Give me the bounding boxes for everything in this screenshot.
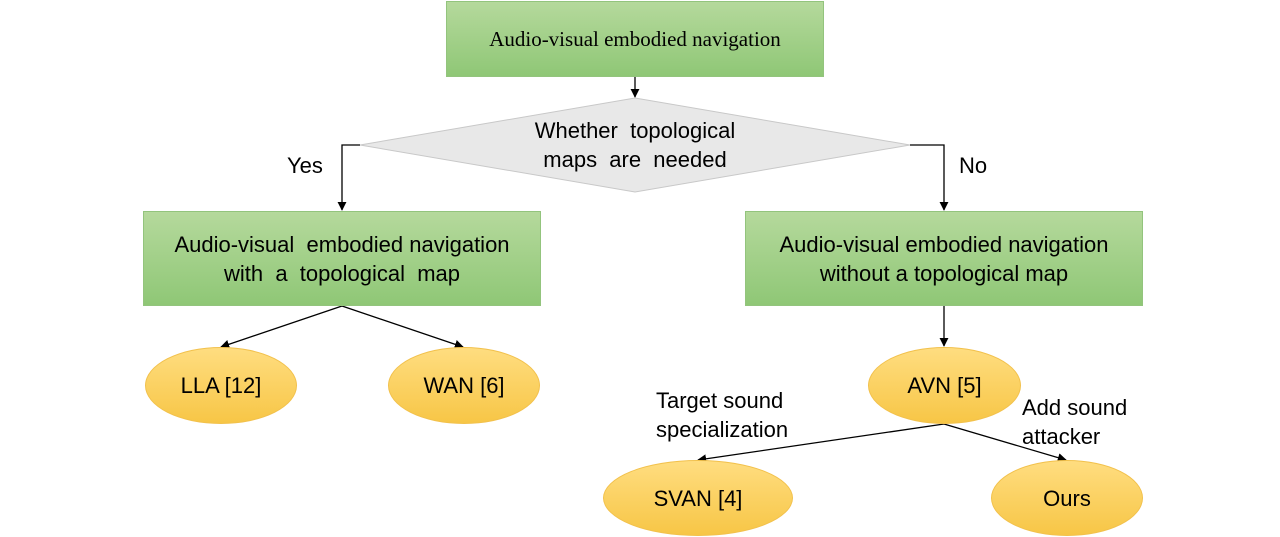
- avn-node: AVN [5]: [868, 347, 1021, 424]
- root-node: Audio-visual embodied navigation: [446, 1, 824, 77]
- decision-node-label: Whether topological maps are needed: [534, 118, 736, 172]
- ours-node-label: Ours: [1043, 485, 1091, 511]
- edge-with-map-to-lla: [220, 305, 343, 349]
- wan-node: WAN [6]: [388, 347, 540, 424]
- wan-node-label: WAN [6]: [423, 373, 505, 398]
- without-map-node-label: Audio-visual embodied navigation without…: [779, 231, 1109, 286]
- edge-label-target-sound: Target sound specialization: [656, 388, 789, 442]
- edge-with-map-to-wan: [341, 305, 464, 349]
- decision-node: Whether topological maps are needed: [470, 116, 800, 174]
- with-map-node-label: Audio-visual embodied navigation with a …: [174, 231, 510, 286]
- without-map-node: Audio-visual embodied navigation without…: [745, 211, 1143, 306]
- edge-label-add-sound: Add sound attacker: [1022, 395, 1128, 449]
- root-node-label: Audio-visual embodied navigation: [489, 26, 781, 51]
- lla-node-label: LLA [12]: [180, 373, 262, 398]
- avn-node-label: AVN [5]: [907, 373, 982, 398]
- ours-node: Ours: [991, 460, 1143, 536]
- edge-avn-to-svan: [697, 423, 945, 464]
- svan-node: SVAN [4]: [603, 460, 793, 536]
- lla-node: LLA [12]: [145, 347, 297, 424]
- decision-diamond: [359, 97, 911, 193]
- edge-label-no: No: [959, 153, 988, 178]
- edge-avn-to-ours: [943, 423, 1067, 463]
- with-map-node: Audio-visual embodied navigation with a …: [143, 211, 541, 306]
- edge-label-yes: Yes: [287, 153, 323, 178]
- edge-no: [910, 144, 949, 211]
- svan-node-label: SVAN [4]: [653, 485, 743, 511]
- edge-yes: [337, 144, 360, 211]
